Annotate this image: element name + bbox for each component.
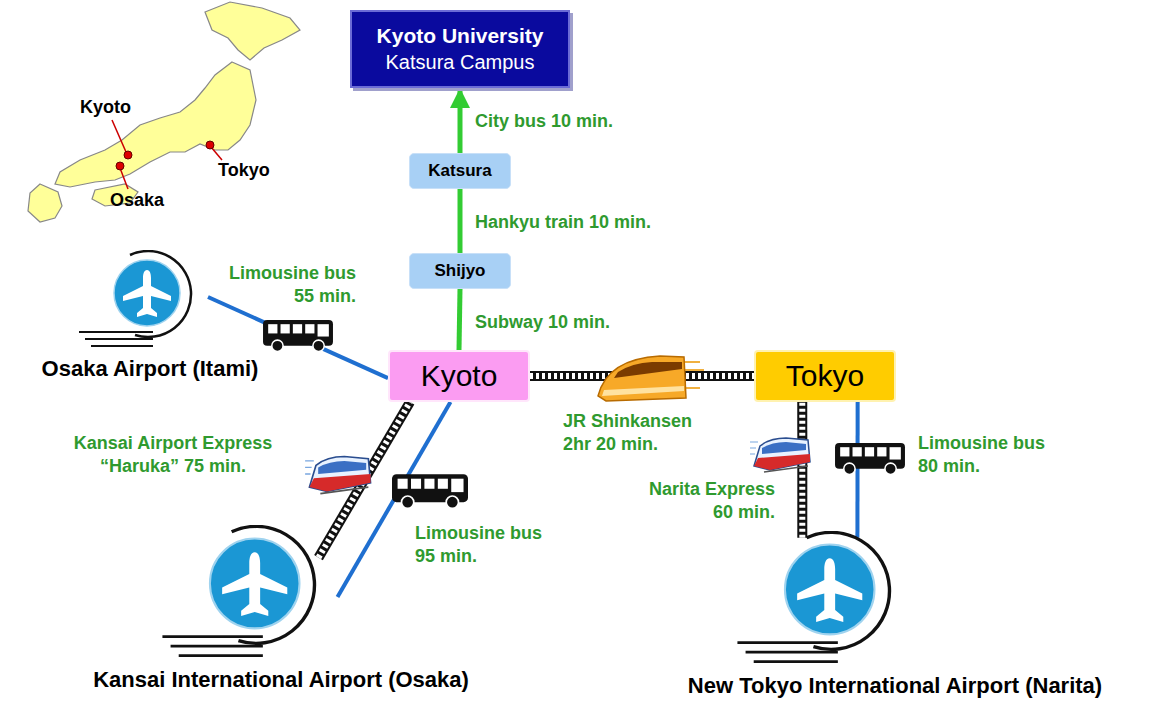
airport-icon: [75, 250, 215, 350]
airport-icon: [732, 531, 922, 667]
speed-line: [179, 654, 263, 657]
airport-name: Kansai International Airport (Osaka): [93, 667, 469, 693]
connector-line: [458, 189, 463, 253]
speed-line: [85, 338, 153, 340]
route-connector: [459, 289, 460, 350]
speed-line: [162, 635, 262, 638]
edge-label: Limousine bus 95 min.: [415, 522, 553, 569]
airport-name: New Tokyo International Airport (Narita): [688, 673, 1102, 699]
map-city-label: Kyoto: [80, 97, 131, 118]
japan-map: [28, 2, 300, 222]
box-label: Katsura: [428, 161, 491, 181]
edge-label: Subway 10 min.: [475, 311, 610, 334]
leader-line: [120, 168, 128, 189]
box-label: Tokyo: [786, 359, 864, 393]
bus-icon: [835, 443, 905, 474]
edge-label: Kansai Airport Express “Haruka” 75 min.: [48, 432, 298, 479]
box-label: Shijyo: [434, 261, 485, 281]
destination-box: Kyoto UniversityKatsura Campus: [350, 10, 570, 88]
shinkansen-body: [598, 356, 686, 401]
shinkansen-stripe: [602, 386, 684, 396]
box-sublabel: Katsura Campus: [386, 50, 535, 75]
city-dot: [116, 162, 124, 170]
airport-icon: [157, 525, 347, 661]
box-label: Kyoto: [421, 359, 498, 393]
edge-label: Hankyu train 10 min.: [475, 211, 651, 234]
route-connector: [460, 189, 461, 253]
speed-line: [746, 651, 838, 654]
leader-line: [112, 120, 126, 152]
airport-node: New Tokyo International Airport (Narita): [732, 531, 922, 667]
rail-connector: [802, 402, 803, 538]
map-city-label: Osaka: [110, 190, 164, 211]
map-leaders: [112, 120, 222, 189]
connector-line: [459, 289, 460, 350]
box-label: Kyoto University: [377, 23, 544, 49]
rail-ties: [799, 402, 805, 538]
train-icon: [750, 438, 810, 472]
shinkansen-icon: [598, 356, 704, 401]
connector-line: [855, 402, 859, 538]
city-dots: [116, 141, 214, 170]
edge-label: Limousine bus 55 min.: [218, 262, 356, 309]
edge-label: JR Shinkansen 2hr 20 min.: [563, 410, 701, 457]
speed-line: [171, 645, 263, 648]
speed-line: [91, 345, 153, 347]
train-icon: [305, 457, 370, 494]
airplane-symbol: [222, 552, 287, 616]
speed-line: [737, 641, 837, 644]
station-box: Shijyo: [409, 253, 511, 289]
airplane-symbol: [123, 270, 171, 317]
shinkansen-window: [614, 362, 682, 378]
city-dot: [124, 151, 132, 159]
bus-icon: [263, 320, 333, 351]
edge-label: Narita Express 60 min.: [637, 478, 775, 525]
city-box: Tokyo: [754, 350, 896, 402]
airport-name: Osaka Airport (Itami): [42, 356, 259, 382]
route-connector: [460, 88, 461, 153]
city-dot: [206, 141, 214, 149]
bus-icon: [392, 474, 468, 508]
kyushu: [28, 184, 62, 222]
station-box: Katsura: [409, 153, 511, 189]
airport-circle: [114, 260, 180, 326]
map-city-label: Tokyo: [218, 160, 270, 181]
speed-line: [754, 660, 838, 663]
city-box: Kyoto: [388, 350, 530, 402]
airport-node: Kansai International Airport (Osaka): [157, 525, 347, 661]
route-connector: [857, 402, 858, 538]
connector-line: [458, 88, 463, 153]
airport-node: Osaka Airport (Itami): [75, 250, 215, 350]
leader-line: [211, 147, 222, 160]
speed-line: [79, 331, 153, 333]
airplane-symbol: [797, 558, 862, 622]
airport-circle: [785, 545, 875, 635]
hokkaido: [205, 2, 300, 60]
airport-circle: [210, 539, 300, 629]
connector-line: [797, 402, 807, 538]
edge-label: City bus 10 min.: [475, 110, 613, 133]
edge-label: Limousine bus 80 min.: [918, 432, 1056, 479]
